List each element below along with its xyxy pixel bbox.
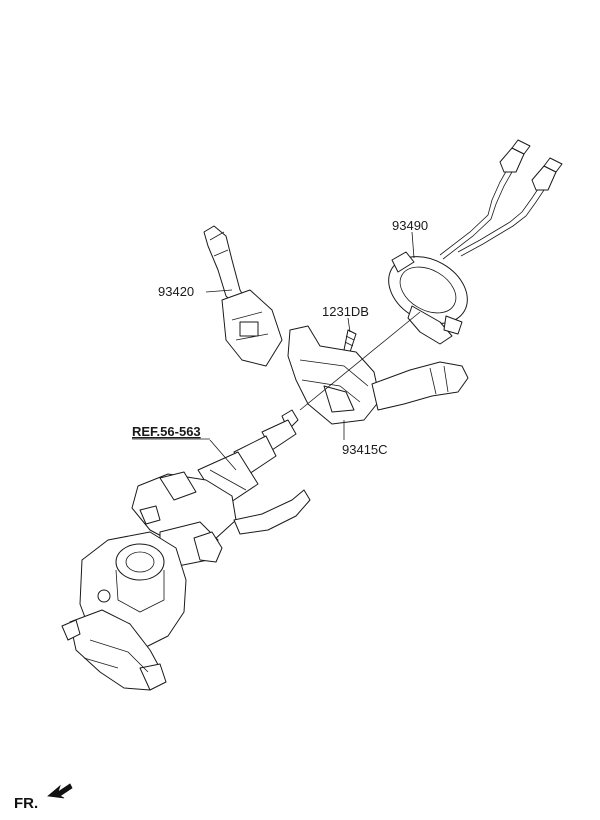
label-93420: 93420 [158, 284, 194, 299]
multifunction-switch-93420 [203, 225, 283, 367]
connector-lower [531, 157, 563, 191]
label-1231DB: 1231DB [322, 304, 369, 319]
steering-shaft [197, 409, 299, 509]
switch-body-93415C [287, 325, 469, 425]
clock-spring-93490 [388, 139, 563, 345]
orientation-label: FR. [14, 795, 38, 812]
arrow-icon [47, 783, 73, 799]
label-93490: 93490 [392, 218, 428, 233]
connector-upper [499, 139, 531, 173]
leader-lines [205, 231, 421, 471]
label-ref-56-563: REF.56-563 [132, 424, 201, 439]
orientation-indicator: FR. [14, 783, 73, 812]
label-93415C: 93415C [342, 442, 388, 457]
motor-gearbox [61, 531, 187, 691]
bolt-1231DB [343, 329, 357, 353]
